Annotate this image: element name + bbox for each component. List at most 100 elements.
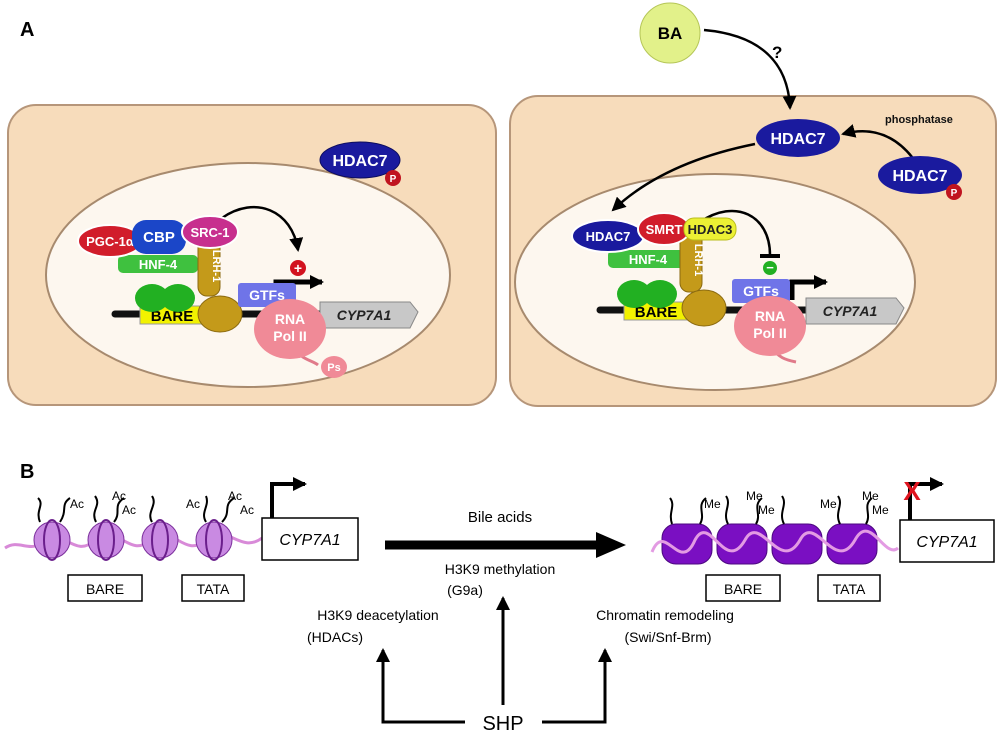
gene-box-right [805,297,905,325]
lrh1-label-right: LRH-1 [692,244,704,276]
nucleosome-left-1 [33,519,71,561]
histone-tail [755,497,763,525]
hnf4-dimer-1 [135,284,169,312]
bile-acids-label: Bile acids [468,509,532,526]
bare-box-b-left [67,574,143,602]
plus-badge [290,260,306,276]
lrh1-base-right [681,289,727,327]
bare-label-b-right: BARE [724,581,762,597]
histone-tail [221,497,235,523]
hnf4-dimer-right-2 [643,280,677,308]
tss-arrow-right [789,275,828,300]
methylated-chromatin: Me Me Me Me Me Me X CYP7A1 BARE TATA [650,476,995,602]
ba-circle [639,2,701,64]
bile-acids-arrowhead [596,532,626,558]
hdac7-center-oval [756,119,840,157]
swi-snf-label: (Swi/Snf-Brm) [624,629,711,645]
hnf4-label: HNF-4 [139,257,178,272]
histone-tail [203,495,208,523]
activation-arrow [221,206,304,252]
me-mark: Me [862,489,879,503]
rna-label: RNA [275,311,305,327]
histone-wrap [97,519,115,561]
histone-tail [669,497,674,525]
hnf4-dimer-2 [161,284,195,312]
lrh1-label: LRH-1 [210,250,222,282]
me-mark: Me [820,497,837,511]
block-mark: X [903,476,921,506]
hdac7-label: HDAC7 [332,153,387,170]
src1-oval [181,215,239,249]
ba-label: BA [658,24,683,43]
pgc1a-label: PGC-1α [86,234,134,249]
bare-box-b-right [705,574,781,602]
histone-core [87,521,125,559]
pol-label-right: Pol II [753,325,786,341]
nucleosome-left-4 [195,519,233,561]
hdac7-complex-label: HDAC7 [586,229,631,244]
hnf4-dimer-right-1 [617,280,651,308]
gtfs-label: GTFs [249,287,285,303]
left-nucleus [45,162,451,388]
hdac7-recruit-arrow [611,142,756,212]
phospho-badge-right [946,184,962,200]
ac-mark: Ac [240,503,254,517]
smrt-label: SMRT [646,222,683,237]
tata-label-b-right: TATA [833,581,866,597]
rna-label-right: RNA [755,308,785,324]
right-cell: BA ? HDAC7 phosphatase HDAC7 P − CYP7A1 … [509,2,997,407]
hdac7-phos-oval [878,156,962,194]
histone-core [33,521,71,559]
nucleosome-left-2 [87,519,125,561]
me-mark: Me [758,503,775,517]
acetylated-chromatin: Ac Ac Ac Ac Ac Ac CYP7A1 BARE TATA [4,477,359,602]
bare-label-b-left: BARE [86,581,124,597]
left-cell: HDAC7 P + CYP7A1 BARE HNF-4 LRH-1 PGC-1α… [7,104,497,406]
histone-tail [113,497,125,523]
tata-box-b-left [181,574,245,602]
histone-tail [699,497,707,525]
hdacs-label: (HDACs) [307,629,363,645]
hdac3-box [683,217,737,241]
histone-tail [725,495,729,525]
minus-label: − [766,260,774,275]
gene-label-right: CYP7A1 [823,303,878,319]
right-nucleus [514,173,916,391]
tata-label-b-left: TATA [197,581,230,597]
gene-box-b-right [899,519,995,563]
histone-wrap [43,519,61,561]
repression-arc [699,209,772,256]
rna-pol-oval [254,299,326,359]
g9a-label: (G9a) [447,582,483,598]
histone-tail [59,497,71,523]
center-process: Bile acids H3K9 methylation (G9a) H3K9 d… [307,509,734,735]
minus-badge [763,261,777,275]
hdac7-phospho-oval [319,141,401,179]
hnf4-bar [118,255,198,273]
shp-to-deacetylation-arrow [376,648,465,724]
histone-core [195,521,233,559]
tss-arrow-b-left [270,477,307,518]
hdac7-phos-label: HDAC7 [892,168,947,185]
histone-wrap [205,519,223,561]
panel-a-label: A [20,19,34,41]
ac-mark: Ac [70,497,84,511]
ps-oval [321,356,347,378]
histone-tail [149,495,155,523]
histone-tail [865,497,873,525]
ac-mark: Ac [122,503,136,517]
pol-label: Pol II [273,328,306,344]
gene-label-b-right: CYP7A1 [916,534,977,551]
bare-label: BARE [151,308,194,325]
phospho-label: P [390,174,397,185]
ba-arrow [703,28,797,110]
panel-b-label: B [20,461,34,483]
histone-wrap [151,519,169,561]
hnf4-label-right: HNF-4 [629,252,668,267]
hnf4-bar-right [608,250,688,268]
phosphatase-arrow [841,124,913,158]
phosphatase-label: phosphatase [885,114,953,126]
hdac3-label: HDAC3 [688,222,733,237]
gene-label: CYP7A1 [337,307,392,323]
dna-wrap-right [650,529,900,554]
